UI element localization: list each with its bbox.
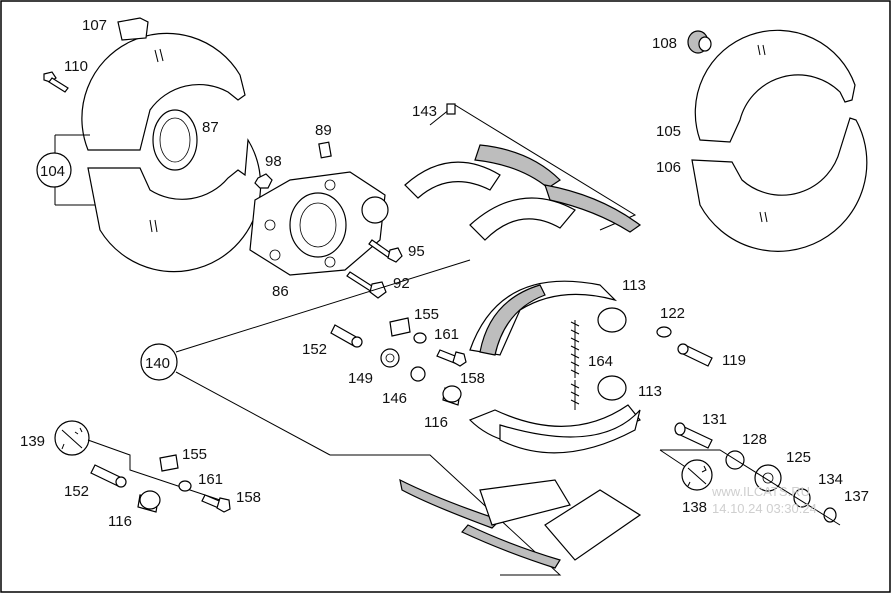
part-110-bolt	[43, 71, 69, 93]
label-113-upper: 113	[622, 277, 646, 294]
label-137: 137	[844, 488, 869, 505]
label-134: 134	[818, 471, 843, 488]
leader-140	[175, 259, 471, 456]
part-108-plug	[687, 30, 712, 54]
part-158b-bolt	[201, 494, 231, 513]
leader-139	[87, 439, 221, 501]
label-161-middle: 161	[434, 326, 459, 343]
part-92-bolt	[346, 271, 387, 299]
label-86: 86	[272, 283, 289, 300]
lower-brake-shoe	[468, 375, 641, 454]
label-104: 104	[40, 163, 65, 180]
label-158-middle: 158	[460, 370, 485, 387]
part-139-wrench-icon	[54, 420, 90, 456]
part-119-pin	[677, 343, 713, 367]
label-122: 122	[660, 305, 685, 322]
part-107-clip	[117, 17, 149, 41]
part-158-bolt	[436, 349, 467, 367]
label-107: 107	[82, 17, 107, 34]
part-116b-sleeve	[137, 490, 161, 513]
label-139: 139	[20, 433, 45, 450]
part-138-wrench-icon	[681, 459, 713, 491]
label-143: 143	[412, 103, 437, 120]
part-89-bleeder	[318, 141, 332, 159]
part-95-bolt	[368, 239, 403, 263]
label-119: 119	[722, 352, 746, 369]
part-164-return-springs	[570, 320, 580, 410]
callout-104	[36, 152, 72, 188]
label-87: 87	[202, 119, 219, 136]
left-backing-plate	[81, 32, 262, 273]
label-110: 110	[64, 58, 88, 75]
label-105: 105	[656, 123, 681, 140]
part-86-anchor	[249, 171, 389, 276]
label-152-left: 152	[64, 483, 89, 500]
label-92: 92	[393, 275, 410, 292]
label-131: 131	[702, 411, 727, 428]
label-155-middle: 155	[414, 306, 439, 323]
label-108: 108	[652, 35, 677, 52]
label-89: 89	[315, 122, 332, 139]
part-152-pin	[330, 324, 363, 348]
part-106-plate-lower	[691, 117, 868, 252]
part-146-ring	[410, 366, 426, 382]
label-128: 128	[742, 431, 767, 448]
label-116-middle: 116	[424, 414, 448, 431]
part-98-nut	[254, 173, 273, 189]
upper-brake-shoe	[469, 280, 627, 356]
part-122-clip	[656, 326, 672, 338]
part-137-ring	[793, 488, 837, 523]
watermark-site: www.ILCATS.RU	[711, 484, 810, 499]
part-128-sleeve	[725, 450, 745, 470]
part-155-bracket	[389, 317, 411, 337]
watermark-date: 14.10.24 03:30:24	[712, 501, 817, 516]
label-106: 106	[656, 159, 681, 176]
label-155-left: 155	[182, 446, 207, 463]
label-95: 95	[408, 243, 425, 260]
label-116-left: 116	[108, 513, 132, 530]
part-161b-washer	[178, 480, 192, 492]
label-140: 140	[145, 355, 170, 372]
part-131-pin	[674, 422, 713, 449]
part-143-rivet	[446, 103, 456, 115]
part-149-washer	[380, 348, 400, 368]
label-125: 125	[786, 449, 811, 466]
part-116-sleeve	[442, 385, 462, 406]
label-146: 146	[382, 390, 407, 407]
label-113-lower: 113	[638, 383, 662, 400]
part-152b-pin	[90, 464, 127, 488]
lower-brake-linings	[330, 454, 642, 576]
part-161-washer	[413, 332, 427, 344]
label-149: 149	[348, 370, 373, 387]
label-98: 98	[265, 153, 282, 170]
label-152-middle: 152	[302, 341, 327, 358]
label-161-left: 161	[198, 471, 223, 488]
label-138: 138	[682, 499, 707, 516]
upper-brake-linings	[404, 104, 642, 241]
part-105-plate-upper	[694, 29, 856, 143]
callout-140	[140, 343, 178, 381]
label-158-left: 158	[236, 489, 261, 506]
label-164: 164	[588, 353, 613, 370]
part-155b-bracket	[159, 454, 179, 472]
